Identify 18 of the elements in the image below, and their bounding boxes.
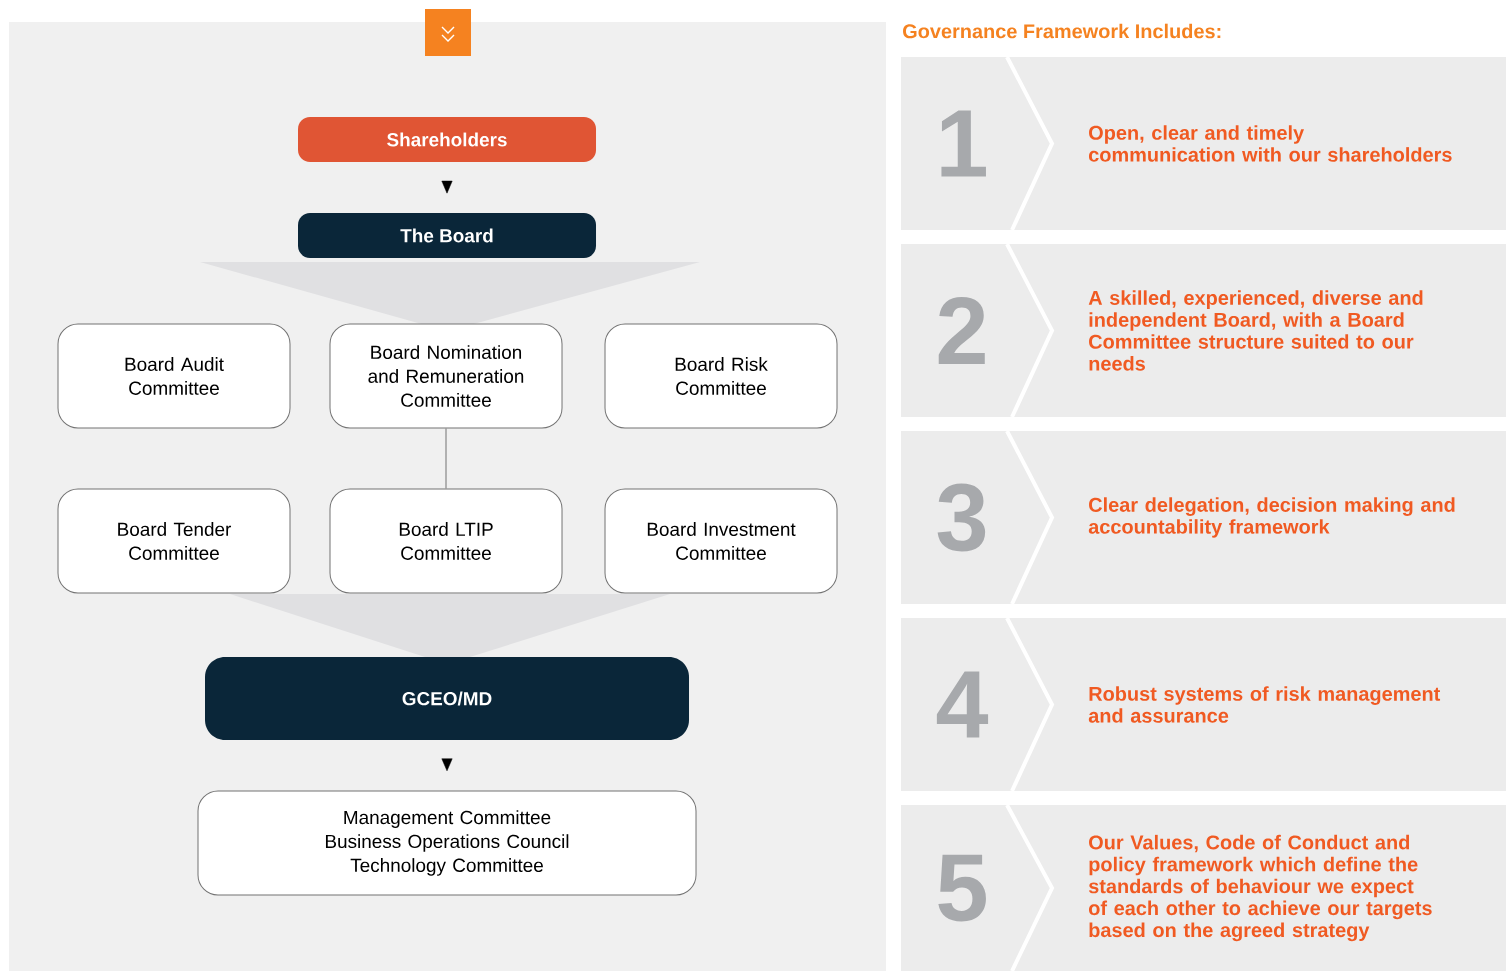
committee-box: Management Committee Business Operations Council Technology Committee xyxy=(197,790,697,896)
committee-box: Board Risk Committee xyxy=(604,323,838,429)
executive-box: GCEO/MD xyxy=(205,657,689,740)
numbered-panel: 2 A skilled, experienced, diverse and independent Board, with a Board Committee structure suited to our needs xyxy=(901,243,1506,418)
arrow xyxy=(441,177,453,194)
pill-box: Shareholders xyxy=(298,117,596,162)
numbered-panel: 5 Our Values, Code of Conduct and policy framework which define the standards of behaviour we expect of each other to achieve our targets based on the agreed strategy xyxy=(901,804,1506,971)
committee-box: Board Nomination and Remuneration Committee xyxy=(329,323,563,429)
committee-box: Board Audit Committee xyxy=(57,323,291,429)
numbered-panel: 4 Robust systems of risk management and assurance xyxy=(901,617,1506,792)
arrow xyxy=(441,755,453,772)
committee-box: Board Tender Committee xyxy=(57,488,291,594)
committee-box: Board Investment Committee xyxy=(604,488,838,594)
pill-box: The Board xyxy=(298,213,596,258)
numbered-panel: 1 Open, clear and timely communication with our shareholders xyxy=(901,56,1506,231)
numbered-panel: 3 Clear delegation, decision making and accountability framework xyxy=(901,430,1506,605)
committee-box: Board LTIP Committee xyxy=(329,488,563,594)
heading: Governance Framework Includes: xyxy=(903,23,1221,39)
